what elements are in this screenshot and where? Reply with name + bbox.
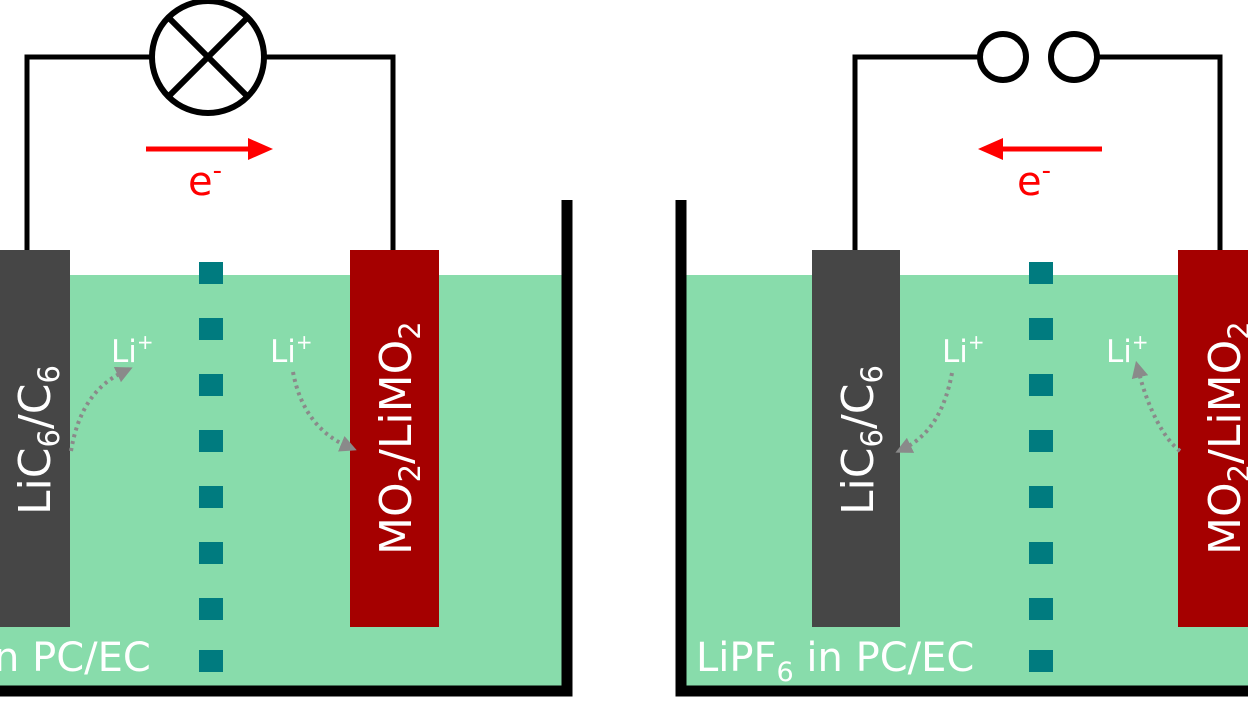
right-cell: e- LiC6/C6 MO2/LiMO2 Li+ Li+ LiPF6 in PC…	[675, 31, 1248, 697]
right-electrolyte-label: LiPF6 in PC/EC	[696, 635, 974, 688]
right-ion-label-anode: Li+	[942, 330, 985, 370]
left-ion-label-anode: Li+	[111, 330, 154, 370]
left-cell: e- LiC6/C6 MO2/LiMO2 Li+ Li+ n PC/EC	[0, 0, 573, 697]
power-terminals-icon	[977, 31, 1100, 83]
left-cathode-label: MO2/LiMO2	[371, 321, 427, 555]
left-ion-label-cathode: Li+	[270, 330, 313, 370]
left-anode-label: LiC6/C6	[10, 365, 66, 515]
right-ion-arrow-anode	[895, 372, 954, 453]
left-anode	[0, 250, 70, 627]
right-electron-label: e-	[1017, 156, 1051, 205]
right-circuit-wire	[852, 54, 1223, 250]
left-separator	[199, 262, 223, 672]
right-anode-label: LiC6/C6	[833, 365, 889, 515]
left-circuit-wire	[24, 54, 396, 250]
right-separator	[1029, 262, 1053, 672]
left-electron-arrow	[146, 138, 273, 160]
left-electrolyte-label: n PC/EC	[0, 635, 151, 681]
right-anode	[812, 250, 900, 627]
left-electron-label: e-	[188, 156, 222, 205]
right-electron-arrow	[978, 138, 1102, 160]
right-ion-label-cathode: Li+	[1106, 330, 1149, 370]
right-electrolyte	[686, 275, 1248, 691]
left-cathode	[350, 250, 439, 627]
right-container	[675, 200, 1248, 697]
right-ion-arrow-cathode	[1131, 360, 1182, 453]
left-container	[0, 200, 573, 697]
right-cathode	[1178, 250, 1248, 627]
lamp-icon	[149, 0, 267, 116]
left-electrolyte	[0, 275, 564, 691]
left-ion-arrow-cathode	[291, 371, 357, 452]
right-cathode-label: MO2/LiMO2	[1200, 321, 1248, 555]
